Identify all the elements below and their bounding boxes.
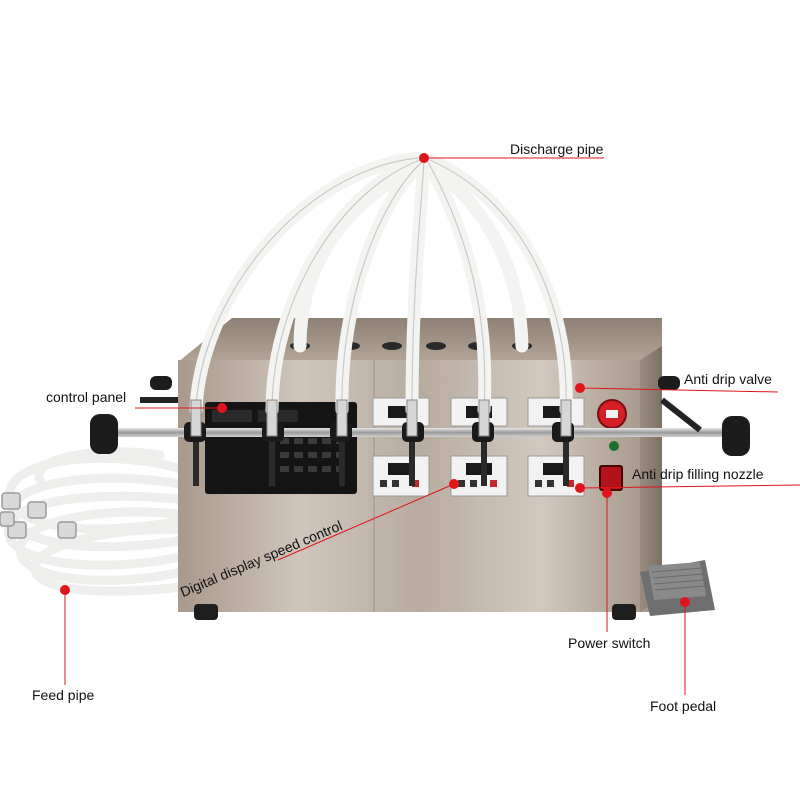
indicator-light	[609, 441, 619, 451]
label-anti-drip-valve: Anti drip valve	[684, 371, 772, 387]
nozzle-outlets	[193, 442, 569, 486]
discharge-pipes-outline	[195, 157, 567, 411]
label-foot-pedal: Foot pedal	[650, 698, 717, 714]
label-control-panel: control panel	[46, 389, 127, 405]
label-feed-pipe: Feed pipe	[32, 687, 95, 703]
label-power-switch: Power switch	[568, 635, 651, 651]
machine-feet	[194, 604, 636, 620]
speed-control-modules	[372, 397, 585, 497]
label-discharge-pipe: Discharge pipe	[510, 141, 604, 157]
control-panel-unit	[205, 402, 357, 494]
filling-nozzles	[190, 399, 572, 437]
power-switch-body	[599, 465, 623, 491]
callout-dots	[60, 153, 690, 607]
machine-right-side	[640, 346, 662, 612]
foot-pedal	[640, 560, 715, 616]
feed-pipe-coil	[3, 447, 200, 596]
callout-lines	[64, 157, 800, 695]
label-anti-drip-filling-nozzle: Anti drip filling nozzle	[632, 466, 764, 482]
rod-brackets	[90, 376, 750, 456]
feed-pipe-filters	[0, 492, 77, 539]
side-arms	[140, 397, 702, 433]
